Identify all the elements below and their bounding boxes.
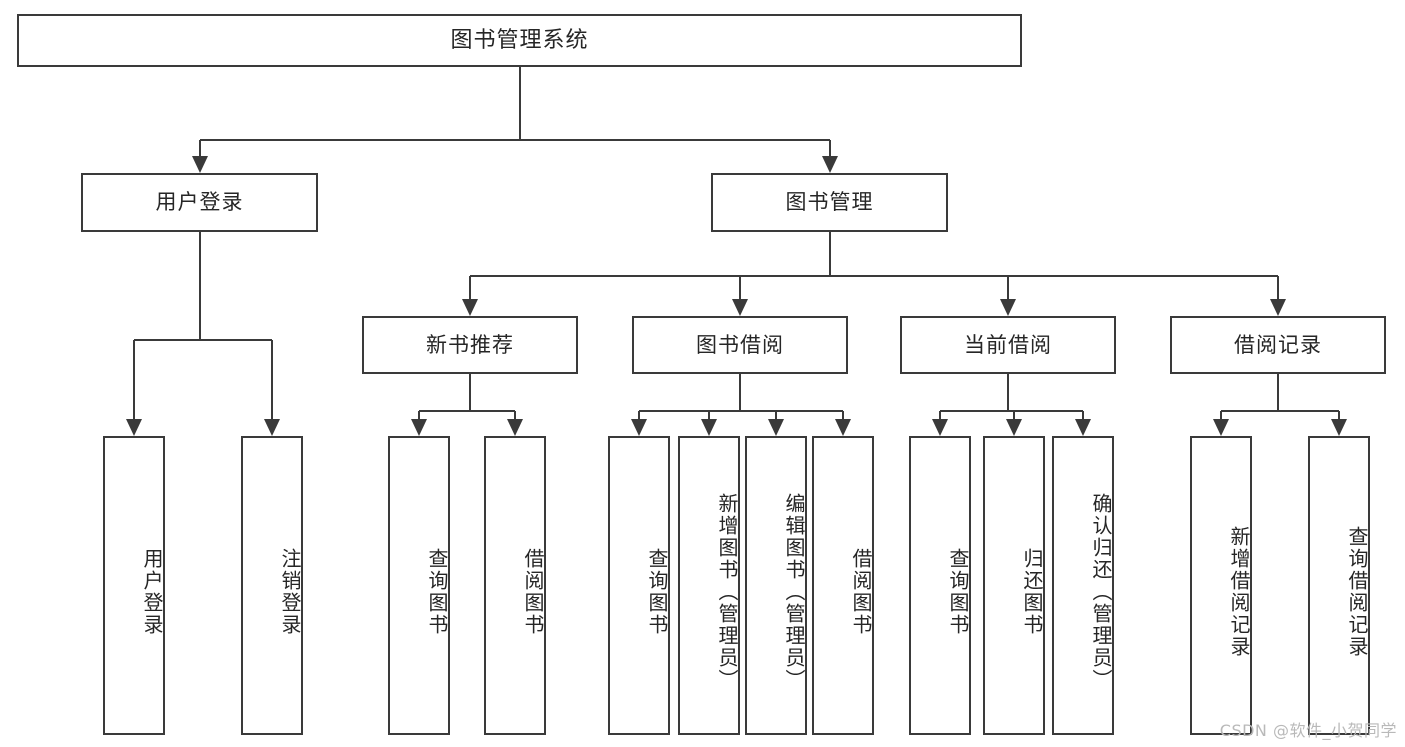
connector-book-borrow-bus	[639, 410, 843, 412]
node-leaf-user-login[interactable]: 用户登录	[103, 436, 165, 735]
connector-user-login-bus	[134, 339, 272, 341]
connector-new-book-recommend-stem	[469, 374, 471, 411]
connector-drop-current-borrow	[1007, 276, 1009, 299]
csdn-watermark: CSDN @软件_小贺同学	[1219, 721, 1397, 740]
connector-drop-book-borrow	[739, 276, 741, 299]
node-label: 当前借阅	[964, 332, 1052, 357]
connector-drop-leaf-logout	[271, 340, 273, 419]
connector-arrowhead	[932, 419, 948, 436]
connector-borrow-record-bus	[1221, 410, 1339, 412]
connector-arrowhead	[768, 419, 784, 436]
node-leaf-query-book-2[interactable]: 查询图书	[608, 436, 670, 735]
connector-borrow-record-stem	[1277, 374, 1279, 411]
node-label: 借阅图书	[849, 547, 873, 636]
connector-arrowhead	[821, 156, 838, 173]
connector-arrowhead	[1075, 419, 1091, 436]
connector-arrowhead	[1000, 299, 1016, 316]
connector-arrowhead	[1270, 299, 1286, 316]
node-leaf-add-book[interactable]: 新增图书（管理员）	[678, 436, 740, 735]
connector-arrowhead	[835, 419, 851, 436]
connector-arrowhead	[1331, 419, 1347, 436]
connector-arrowhead	[507, 419, 523, 436]
connector-arrowhead	[1006, 419, 1022, 436]
connector-drop-user-login	[198, 140, 201, 156]
connector-arrowhead	[191, 156, 208, 173]
connector-drop-leaf-confirm-return	[1082, 411, 1084, 419]
node-leaf-add-record[interactable]: 新增借阅记录	[1190, 436, 1252, 735]
node-leaf-borrow-book-2[interactable]: 借阅图书	[812, 436, 874, 735]
node-borrow-record[interactable]: 借阅记录	[1170, 316, 1386, 374]
connector-drop-new-book-recommend	[469, 276, 471, 299]
connector-drop-leaf-query-book-1	[418, 411, 420, 419]
connector-root-stem	[518, 67, 521, 140]
node-root[interactable]: 图书管理系统	[17, 14, 1022, 67]
node-leaf-query-book-3[interactable]: 查询图书	[909, 436, 971, 735]
connector-arrowhead	[701, 419, 717, 436]
connector-drop-borrow-record	[1277, 276, 1279, 299]
node-label: 查询图书	[946, 547, 970, 636]
connector-root-bus	[199, 139, 830, 141]
node-label: 图书管理	[785, 190, 874, 215]
node-leaf-query-book-1[interactable]: 查询图书	[388, 436, 450, 735]
node-label: 用户登录	[155, 190, 244, 215]
node-label: 借阅图书	[521, 547, 545, 636]
connector-arrowhead	[126, 419, 142, 436]
connector-arrowhead	[631, 419, 647, 436]
node-label: 新书推荐	[426, 332, 514, 357]
connector-drop-leaf-edit-book	[775, 411, 777, 419]
node-label: 图书管理系统	[450, 27, 589, 53]
connector-drop-leaf-query-book-2	[638, 411, 640, 419]
connector-bookmanage-stem	[828, 232, 831, 276]
node-label: 查询借阅记录	[1345, 525, 1369, 658]
node-leaf-confirm-return[interactable]: 确认归还（管理员）	[1052, 436, 1114, 735]
connector-current-borrow-bus	[940, 410, 1083, 412]
connector-drop-leaf-borrow-book-1	[514, 411, 516, 419]
connector-drop-leaf-query-record	[1338, 411, 1340, 419]
connector-book-borrow-stem	[739, 374, 741, 411]
node-leaf-borrow-book-1[interactable]: 借阅图书	[484, 436, 546, 735]
connector-drop-leaf-add-book	[708, 411, 710, 419]
node-label: 查询图书	[425, 547, 449, 636]
node-label: 确认归还（管理员）	[1089, 492, 1113, 691]
connector-arrowhead	[1213, 419, 1229, 436]
connector-user-login-stem	[198, 232, 201, 340]
node-label: 新增图书（管理员）	[715, 492, 739, 691]
connector-drop-leaf-query-book-3	[939, 411, 941, 419]
connector-current-borrow-stem	[1007, 374, 1009, 411]
node-book-manage[interactable]: 图书管理	[711, 173, 948, 232]
node-label: 查询图书	[645, 547, 669, 636]
connector-arrowhead	[462, 299, 478, 316]
connector-drop-leaf-add-record	[1220, 411, 1222, 419]
node-label: 新增借阅记录	[1227, 525, 1251, 658]
node-new-book-recommend[interactable]: 新书推荐	[362, 316, 578, 374]
connector-drop-leaf-user-login	[133, 340, 135, 419]
node-label: 借阅记录	[1234, 332, 1322, 357]
node-leaf-return-book[interactable]: 归还图书	[983, 436, 1045, 735]
node-book-borrow[interactable]: 图书借阅	[632, 316, 848, 374]
node-leaf-edit-book[interactable]: 编辑图书（管理员）	[745, 436, 807, 735]
connector-drop-leaf-return-book	[1013, 411, 1015, 419]
connector-new-book-recommend-bus	[419, 410, 515, 412]
node-label: 用户登录	[140, 547, 164, 636]
connector-bookmanage-bus	[470, 275, 1278, 277]
connector-arrowhead	[732, 299, 748, 316]
connector-arrowhead	[411, 419, 427, 436]
node-label: 图书借阅	[696, 332, 784, 357]
connector-arrowhead	[264, 419, 280, 436]
node-current-borrow[interactable]: 当前借阅	[900, 316, 1116, 374]
node-leaf-query-record[interactable]: 查询借阅记录	[1308, 436, 1370, 735]
connector-drop-book-manage	[828, 140, 831, 156]
node-user-login[interactable]: 用户登录	[81, 173, 318, 232]
node-label: 注销登录	[278, 547, 302, 636]
connector-drop-leaf-borrow-book-2	[842, 411, 844, 419]
node-leaf-logout[interactable]: 注销登录	[241, 436, 303, 735]
node-label: 归还图书	[1020, 547, 1044, 636]
node-label: 编辑图书（管理员）	[782, 492, 806, 691]
